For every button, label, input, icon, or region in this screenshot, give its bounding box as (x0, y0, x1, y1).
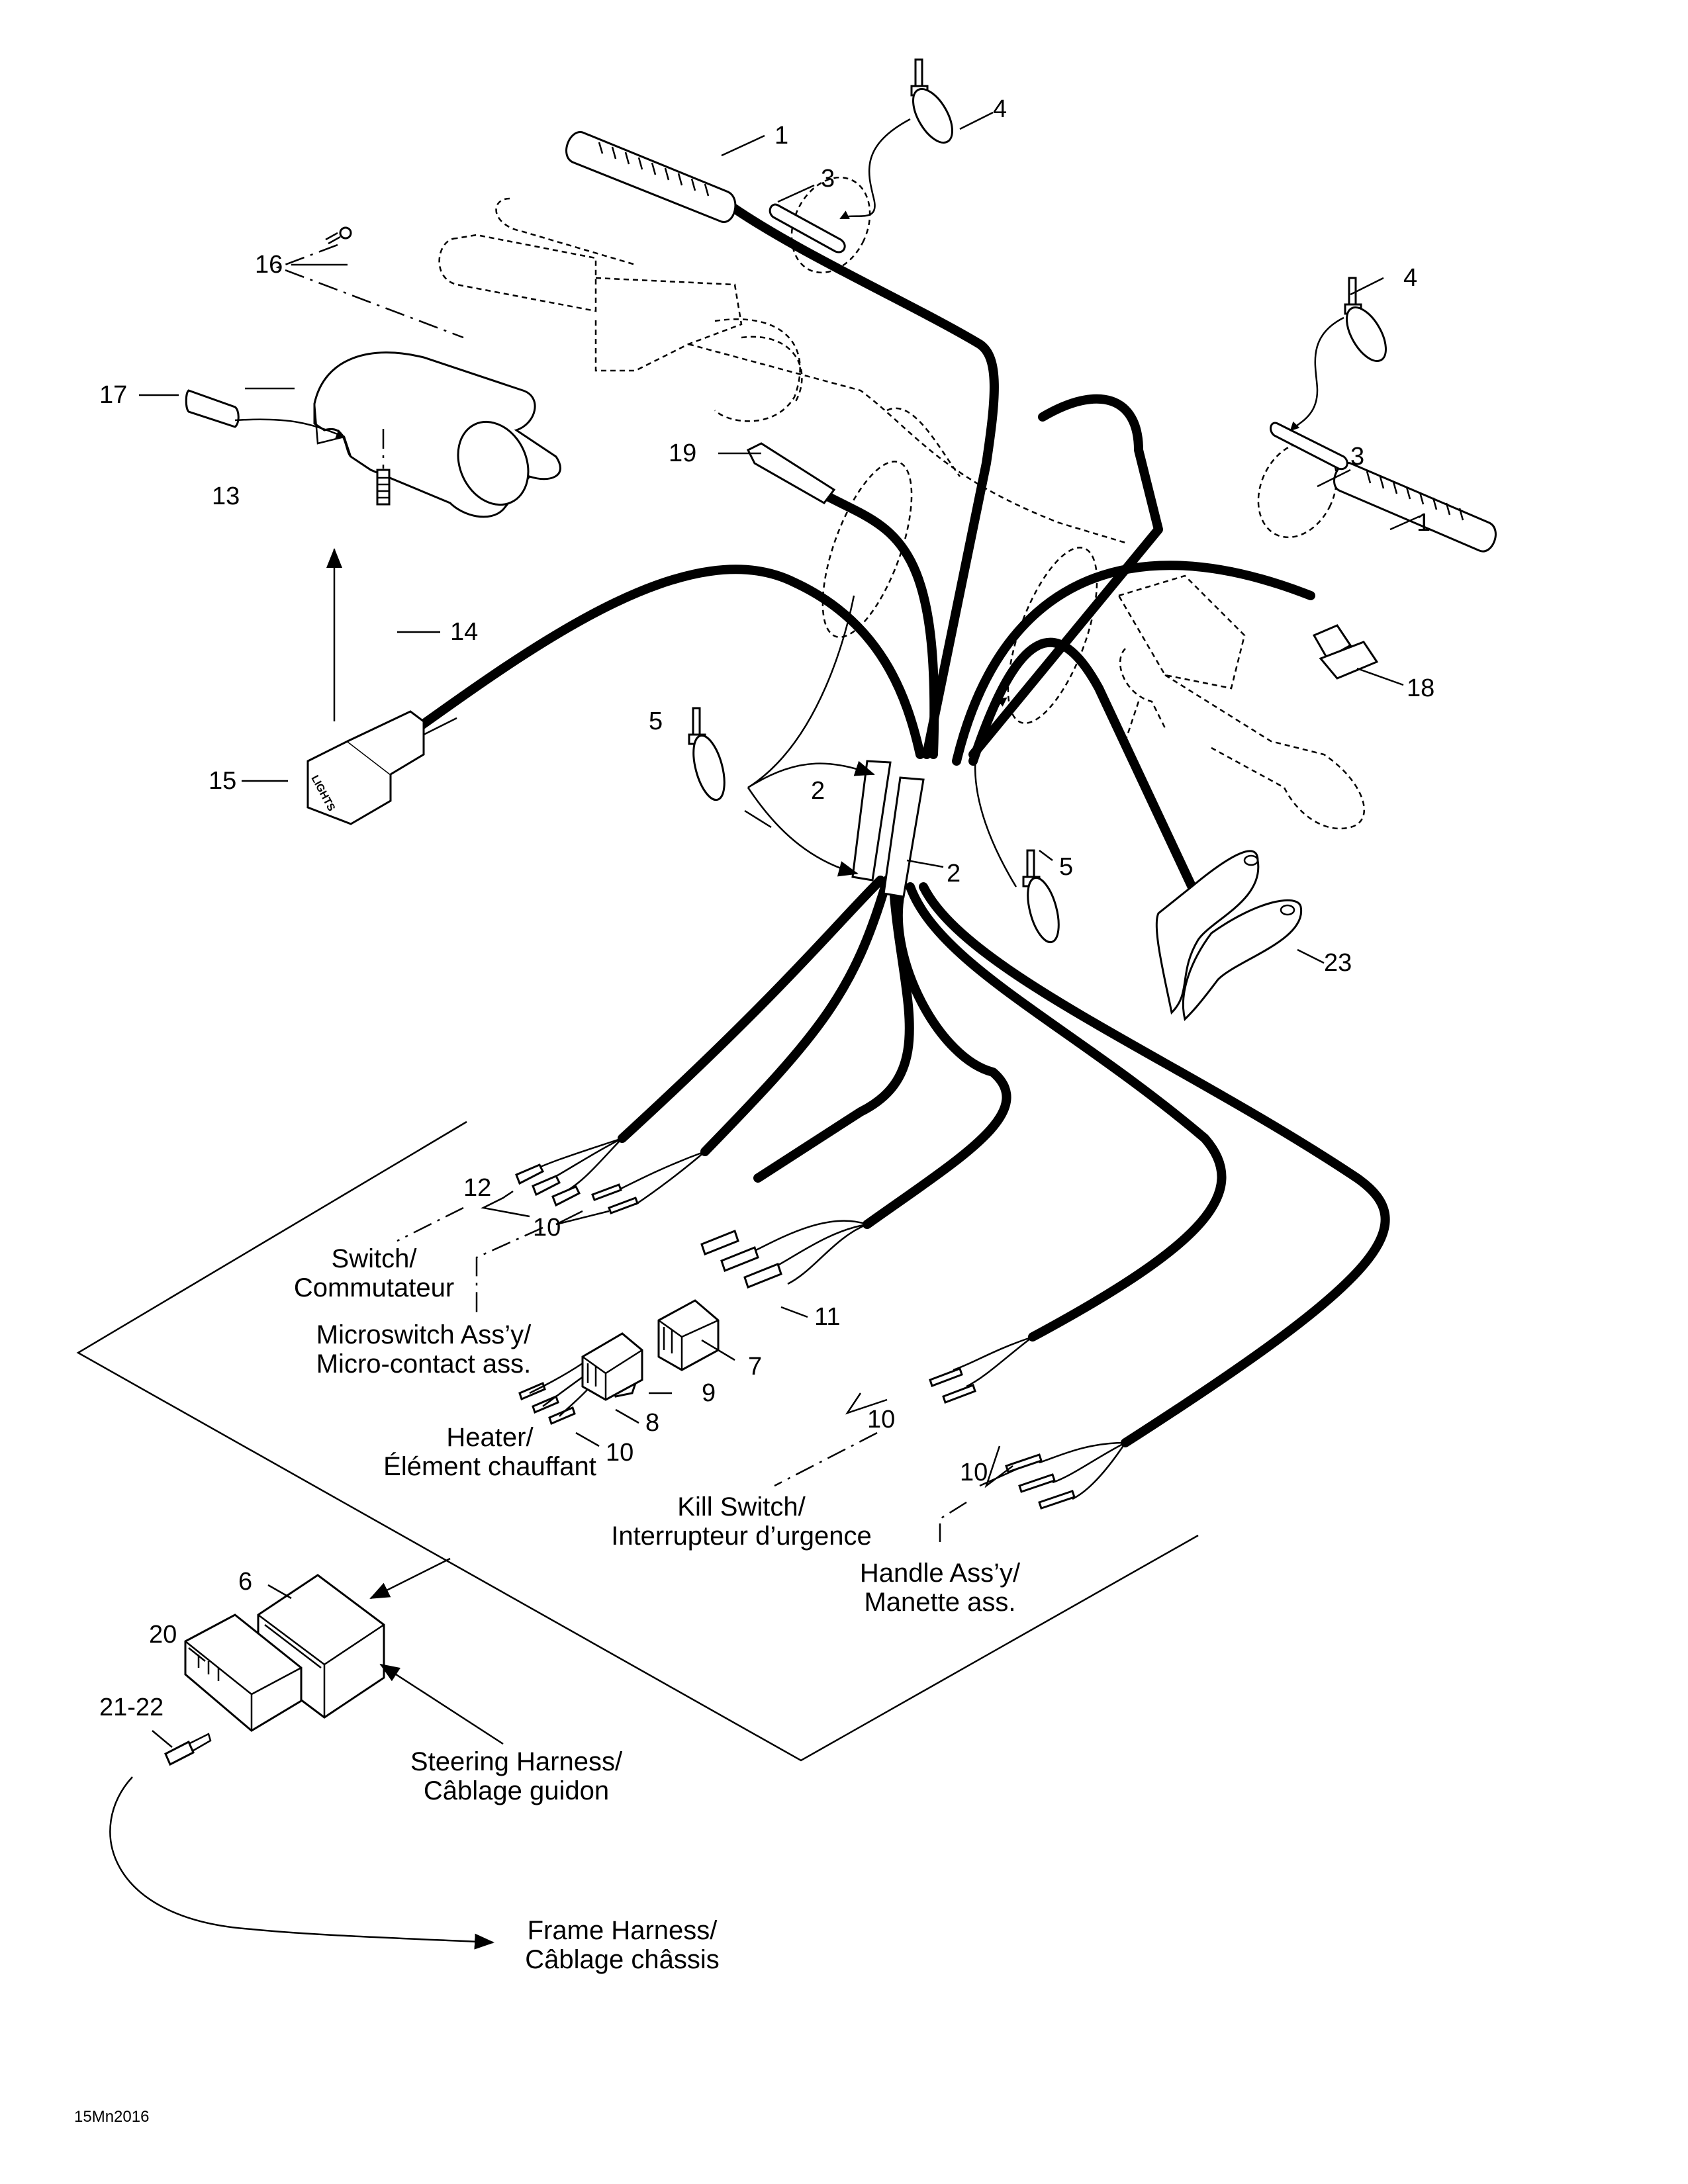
screw-path (275, 244, 464, 339)
pin-terminal (164, 1733, 212, 1766)
arrow-frame-harness (109, 1776, 494, 1950)
callout-14: 14 (450, 618, 479, 646)
assembly-plane (76, 1120, 1199, 1762)
note-leaders (397, 1206, 967, 1542)
arrow-to-connector-6 (369, 1557, 451, 1600)
arrow-5-right (974, 697, 1017, 887)
heated-grip-left (565, 131, 737, 223)
sensor (746, 442, 836, 504)
callout-21-22: 21-22 (99, 1694, 164, 1721)
tie-wraps (688, 58, 1387, 944)
callout-15: 15 (209, 767, 237, 795)
tube-zone-left (790, 176, 871, 274)
connector-7 (657, 1299, 720, 1371)
callout-10-heater: 10 (606, 1439, 634, 1467)
callout-3-right: 3 (1350, 443, 1365, 471)
set-screw (376, 469, 391, 506)
tube-zone-right (1257, 441, 1338, 539)
callout-4-right: 4 (1403, 264, 1418, 292)
terminals (515, 1163, 1076, 1510)
arrow-5-upper (747, 760, 875, 789)
harness-cables (399, 197, 1390, 1447)
callout-18: 18 (1407, 674, 1435, 702)
arrow-steering-harness (379, 1663, 504, 1745)
note-switch: Switch/ Commutateur (293, 1244, 455, 1302)
callout-2-upper: 2 (811, 777, 825, 805)
switch-18 (1312, 624, 1379, 680)
callout-leaders (139, 111, 1421, 1748)
note-frame-harness: Frame Harness/ Câblage châssis (525, 1916, 720, 1974)
callout-23: 23 (1324, 949, 1352, 977)
screw (325, 226, 352, 245)
note-heater: Heater/ Élément chauffant (383, 1423, 596, 1481)
arrow-5-zone (747, 595, 855, 789)
tube-right (1270, 422, 1348, 471)
callout-1-right: 1 (1417, 509, 1431, 537)
callout-20: 20 (149, 1621, 177, 1649)
arrow-4-left (839, 118, 911, 220)
arrow-decal (234, 418, 346, 439)
callout-4-left: 4 (993, 95, 1008, 123)
heated-grip-right (1333, 462, 1497, 553)
callout-16: 16 (255, 251, 283, 279)
handlebar-ghost-right (1117, 574, 1366, 830)
lights-switch (306, 710, 457, 825)
cable-zone-1 (821, 461, 913, 638)
callout-5-left: 5 (649, 707, 663, 735)
callout-10-microswitch: 10 (533, 1214, 561, 1242)
note-steering-harness: Steering Harness/ Câblage guidon (410, 1747, 623, 1805)
tube-left (769, 203, 846, 253)
callout-1-left: 1 (774, 122, 789, 150)
callout-9: 9 (702, 1379, 716, 1407)
throttle-lever (1155, 850, 1303, 1021)
callout-19: 19 (669, 439, 697, 467)
arrow-4-right (1289, 316, 1344, 432)
switch-housing (313, 351, 561, 518)
callout-3-left: 3 (821, 165, 835, 193)
callout-17: 17 (99, 381, 128, 409)
note-handle: Handle Ass’y/ Manette ass. (859, 1559, 1021, 1617)
callout-13: 13 (212, 482, 240, 510)
callout-12: 12 (463, 1174, 492, 1202)
callout-10-handle: 10 (960, 1459, 988, 1486)
sleeves (851, 760, 925, 898)
callout-2-lower: 2 (947, 860, 961, 887)
handlebar-ghost-left (438, 197, 1126, 544)
callout-8: 8 (645, 1409, 660, 1437)
connector-8 (581, 1332, 643, 1401)
callout-11: 11 (814, 1303, 841, 1331)
terminal-wires (522, 1137, 1127, 1500)
callout-10-kill: 10 (867, 1406, 896, 1433)
decal (185, 389, 240, 428)
connector-20 (184, 1614, 303, 1732)
drawing-code: 15Mn2016 (74, 2108, 150, 2126)
callout-5-right: 5 (1059, 853, 1074, 881)
callout-7: 7 (748, 1353, 763, 1381)
callout-6: 6 (238, 1568, 253, 1596)
arrow-5-lower (747, 787, 859, 877)
note-microswitch: Microswitch Ass’y/ Micro-contact ass. (316, 1320, 532, 1379)
note-kill-switch: Kill Switch/ Interrupteur d’urgence (611, 1492, 872, 1551)
